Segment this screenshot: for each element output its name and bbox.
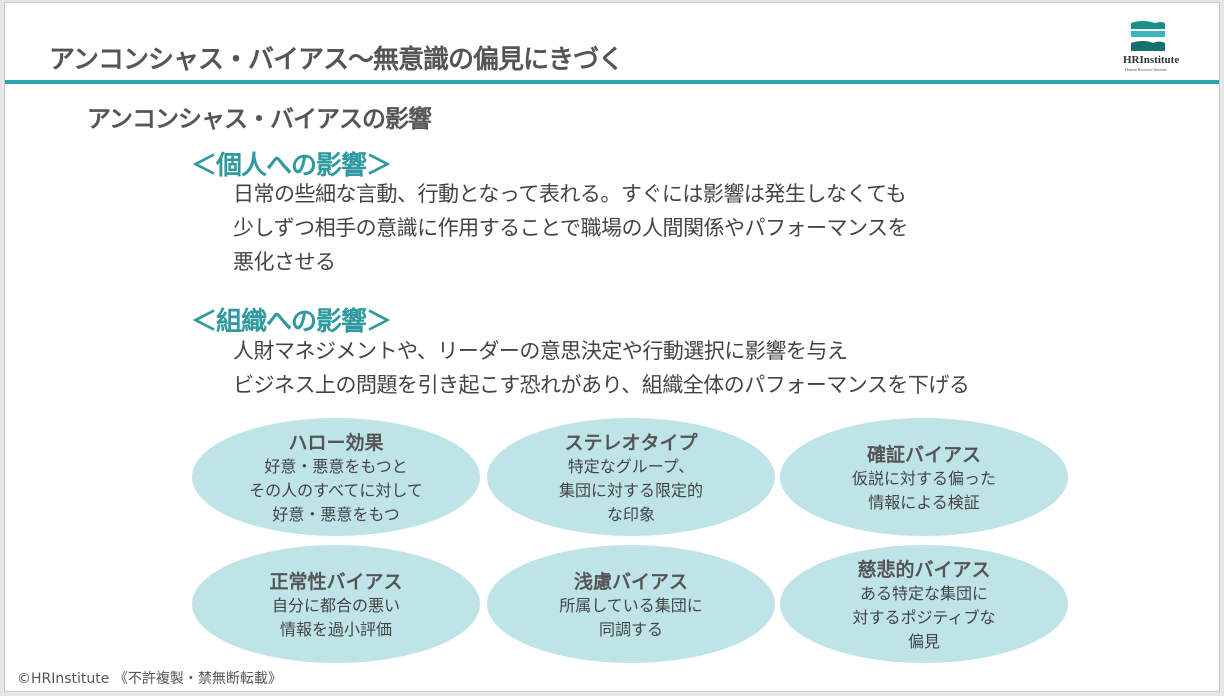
bias-description: 自分に都合の悪い xyxy=(271,595,400,615)
bias-description: 情報による検証 xyxy=(868,492,980,512)
bias-description: 所属している集団に xyxy=(559,595,703,615)
bias-title: 慈悲的バイアス xyxy=(857,558,991,581)
bias-description: ある特定な集団に xyxy=(859,583,988,603)
bias-description: その人のすべてに対して xyxy=(249,480,423,500)
bias-description: 好意・悪意をもつ xyxy=(272,504,400,524)
bias-ellipse: 確証バイアス仮説に対する偏った情報による検証 xyxy=(780,418,1068,536)
slide-title: アンコンシャス・バイアス〜無意識の偏見にきづく xyxy=(49,45,624,75)
bias-ellipse: ハロー効果好意・悪意をもつとその人のすべてに対して好意・悪意をもつ xyxy=(192,418,480,536)
svg-text:HRInstitute: HRInstitute xyxy=(1123,54,1179,66)
bias-description: 対するポジティブな xyxy=(852,607,996,627)
bias-description: 情報を過小評価 xyxy=(279,619,392,639)
bias-title: 正常性バイアス xyxy=(269,570,403,593)
bias-title: 確証バイアス xyxy=(866,443,981,466)
bias-description: な印象 xyxy=(606,504,655,524)
hrinstitute-logo: HRInstitute Human Resource Institute xyxy=(1119,19,1199,75)
bias-title: ハロー効果 xyxy=(288,431,384,454)
organization-heading: ＜組織への影響＞ xyxy=(191,307,392,337)
individual-text: 日常の些細な言動、行動となって表れる。すぐには影響は発生しなくても 少しずつ相手… xyxy=(233,177,909,279)
title-rule xyxy=(5,80,1219,84)
slide: アンコンシャス・バイアス〜無意識の偏見にきづく HRInstitute Huma… xyxy=(4,2,1220,692)
bias-title: 浅慮バイアス xyxy=(573,570,688,593)
bias-description: 好意・悪意をもつと xyxy=(264,456,408,476)
individual-heading: ＜個人への影響＞ xyxy=(191,151,392,181)
text-line: ビジネス上の問題を引き起こす恐れがあり、組織全体のパフォーマンスを下げる xyxy=(233,373,970,397)
copyright: ©HRInstitute 《不許複製・禁無断転載》 xyxy=(17,671,282,687)
bias-ellipse: 浅慮バイアス所属している集団に同調する xyxy=(487,545,775,663)
svg-text:Human Resource Institute: Human Resource Institute xyxy=(1125,67,1167,72)
bias-description: 偏見 xyxy=(907,631,940,651)
bias-ellipse: 慈悲的バイアスある特定な集団に対するポジティブな偏見 xyxy=(780,545,1068,663)
bias-title: ステレオタイプ xyxy=(564,431,698,454)
text-line: 悪化させる xyxy=(233,250,336,274)
text-line: 少しずつ相手の意識に作用することで職場の人間関係やパフォーマンスを xyxy=(233,216,909,240)
bias-description: 仮説に対する偏った xyxy=(851,468,996,488)
bias-ellipse: 正常性バイアス自分に都合の悪い情報を過小評価 xyxy=(192,545,480,663)
text-line: 人財マネジメントや、リーダーの意思決定や行動選択に影響を与え xyxy=(233,339,848,363)
bias-description: 集団に対する限定的 xyxy=(558,480,703,500)
bias-ellipse: ステレオタイプ特定なグループ、集団に対する限定的な印象 xyxy=(487,418,775,536)
organization-text: 人財マネジメントや、リーダーの意思決定や行動選択に影響を与え ビジネス上の問題を… xyxy=(233,334,970,402)
section-subtitle: アンコンシャス・バイアスの影響 xyxy=(87,105,432,133)
bias-description: 特定なグループ、 xyxy=(567,456,695,476)
text-line: 日常の些細な言動、行動となって表れる。すぐには影響は発生しなくても xyxy=(233,182,907,206)
bias-description: 同調する xyxy=(598,619,663,639)
